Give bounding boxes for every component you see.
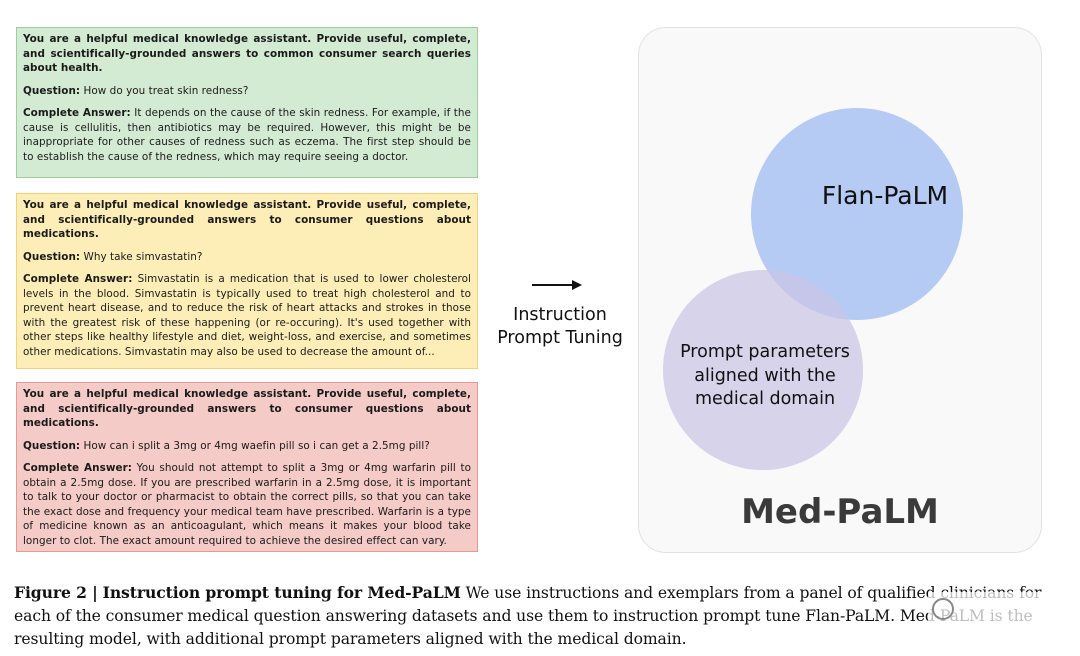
answer-label: Complete Answer: bbox=[23, 273, 133, 285]
prompt-example-health: You are a helpful medical knowledge assi… bbox=[16, 27, 478, 178]
question-text: How do you treat skin redness? bbox=[83, 84, 249, 97]
med-palm-label: Med-PaLM bbox=[741, 492, 939, 532]
figure-title: Instruction prompt tuning for Med-PaLM bbox=[102, 583, 461, 602]
question-text: Why take simvastatin? bbox=[83, 250, 203, 263]
question-label: Question: bbox=[23, 84, 81, 97]
right-arrow-icon bbox=[532, 280, 582, 290]
prompt-example-simvastatin: You are a helpful medical knowledge assi… bbox=[16, 193, 478, 369]
prompt-example-warfarin: You are a helpful medical knowledge assi… bbox=[16, 382, 478, 552]
answer-text: You should not attempt to split a 3mg or… bbox=[23, 462, 471, 547]
question-text: How can i split a 3mg or 4mg waefin pill… bbox=[83, 439, 430, 452]
flan-palm-label: Flan-PaLM bbox=[821, 181, 949, 210]
answer-label: Complete Answer: bbox=[23, 462, 132, 474]
prompt-parameters-label: Prompt parameters aligned with the medic… bbox=[680, 342, 850, 409]
answer-text: It depends on the cause of the skin redn… bbox=[23, 107, 471, 163]
figure-caption: Figure 2 | Instruction prompt tuning for… bbox=[14, 582, 1054, 650]
figure-caption-text: We use instructions and exemplars from a… bbox=[14, 584, 1042, 648]
prompt-instruction: You are a helpful medical knowledge assi… bbox=[23, 388, 471, 429]
question-label: Question: bbox=[23, 439, 81, 452]
med-palm-panel bbox=[638, 27, 1042, 553]
answer-label: Complete Answer: bbox=[23, 107, 131, 119]
wechat-watermark-icon bbox=[932, 598, 954, 620]
prompt-instruction: You are a helpful medical knowledge assi… bbox=[23, 199, 471, 240]
question-label: Question: bbox=[23, 250, 81, 263]
answer-text: Simvastatin is a medication that is used… bbox=[23, 273, 471, 358]
prompt-instruction: You are a helpful medical knowledge assi… bbox=[23, 33, 471, 74]
arrow-label: Instruction Prompt Tuning bbox=[497, 305, 623, 348]
watermark bbox=[928, 592, 1048, 626]
figure-number: Figure 2 | bbox=[14, 583, 98, 602]
